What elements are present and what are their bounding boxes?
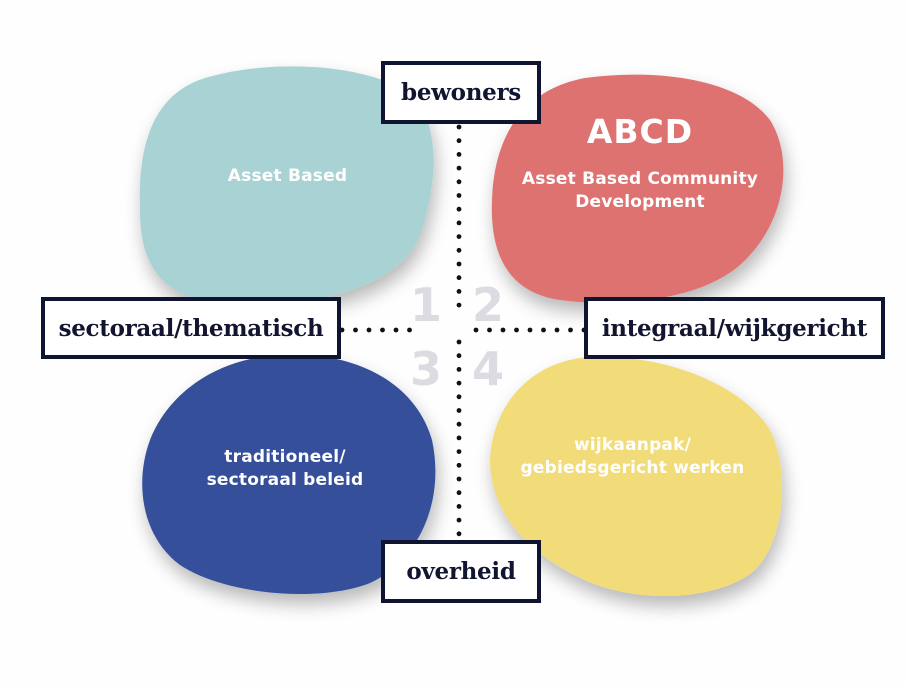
axis-dot bbox=[456, 247, 462, 253]
traditioneel-line-2: sectoraal beleid bbox=[206, 470, 364, 490]
axis-dot bbox=[456, 206, 462, 212]
traditioneel-label: traditioneel/ sectoraal beleid bbox=[180, 446, 390, 492]
axis-dot bbox=[407, 327, 412, 333]
horizontal-dotted-axis bbox=[339, 327, 587, 333]
axis-dot bbox=[527, 327, 533, 333]
axis-dot bbox=[500, 327, 506, 333]
axis-dot bbox=[456, 531, 462, 537]
axis-dot bbox=[456, 408, 462, 413]
blob-wijkaanpak bbox=[490, 356, 782, 597]
axis-dot bbox=[353, 327, 358, 333]
axis-dot bbox=[456, 517, 462, 523]
axis-dot bbox=[456, 449, 462, 454]
axis-dot bbox=[456, 490, 462, 496]
quadrant-number-1: 1 bbox=[410, 278, 443, 332]
axis-dot bbox=[456, 462, 462, 468]
axis-dot bbox=[487, 327, 492, 333]
axis-label-overheid: overheid bbox=[381, 540, 541, 603]
axis-dot bbox=[456, 138, 462, 144]
axis-dot bbox=[473, 327, 479, 333]
abcd-subtitle-line-1: Asset Based Community bbox=[521, 169, 759, 189]
axis-dot bbox=[456, 380, 462, 386]
traditioneel-line-1: traditioneel/ bbox=[224, 447, 346, 467]
axis-dot bbox=[456, 367, 462, 372]
axis-dot bbox=[456, 220, 462, 226]
axis-dot bbox=[456, 353, 462, 359]
asset-based-label: Asset Based bbox=[227, 166, 348, 186]
axis-label-bewoners: bewoners bbox=[381, 61, 541, 124]
axis-dot bbox=[456, 302, 462, 308]
axis-dot bbox=[456, 504, 462, 509]
quadrant-number-4: 4 bbox=[472, 342, 505, 396]
axis-dot bbox=[456, 234, 462, 240]
quadrant-number-2: 2 bbox=[472, 278, 505, 332]
axis-dot bbox=[456, 289, 462, 294]
axis-dot bbox=[456, 165, 462, 171]
axis-label-integraal: integraal/wijkgericht bbox=[584, 297, 885, 359]
quadrant-number-3: 3 bbox=[410, 342, 443, 396]
axis-dot bbox=[541, 327, 546, 333]
axis-dot bbox=[514, 327, 519, 333]
axis-dot bbox=[456, 124, 462, 130]
wijkaanpak-line-2: gebiedsgericht werken bbox=[520, 458, 745, 478]
axis-dot bbox=[456, 275, 462, 281]
axis-dot bbox=[456, 179, 462, 185]
abcd-subtitle: Asset Based Community Development bbox=[505, 168, 775, 214]
blob-traditioneel bbox=[142, 354, 436, 595]
abcd-title: ABCD bbox=[586, 112, 694, 151]
axis-dot bbox=[554, 327, 560, 333]
wijkaanpak-label: wijkaanpak/ gebiedsgericht werken bbox=[505, 434, 760, 480]
axis-dot bbox=[456, 193, 462, 198]
axis-dot bbox=[393, 327, 399, 333]
axis-dot bbox=[456, 476, 462, 482]
vertical-dotted-axis bbox=[456, 124, 462, 537]
axis-dot bbox=[568, 327, 573, 333]
axis-dot bbox=[456, 394, 462, 400]
blob-abcd bbox=[491, 74, 784, 303]
axis-dot bbox=[456, 339, 462, 345]
axis-dot bbox=[456, 152, 462, 157]
abcd-subtitle-line-2: Development bbox=[575, 192, 705, 212]
axis-dot bbox=[380, 327, 385, 333]
axis-dot bbox=[456, 435, 462, 441]
wijkaanpak-line-1: wijkaanpak/ bbox=[573, 435, 692, 455]
axis-dot bbox=[456, 261, 462, 267]
axis-dot bbox=[456, 421, 462, 427]
blob-asset-based bbox=[139, 66, 434, 306]
axis-dot bbox=[366, 327, 372, 333]
axis-label-sectoraal: sectoraal/thematisch bbox=[41, 297, 341, 359]
